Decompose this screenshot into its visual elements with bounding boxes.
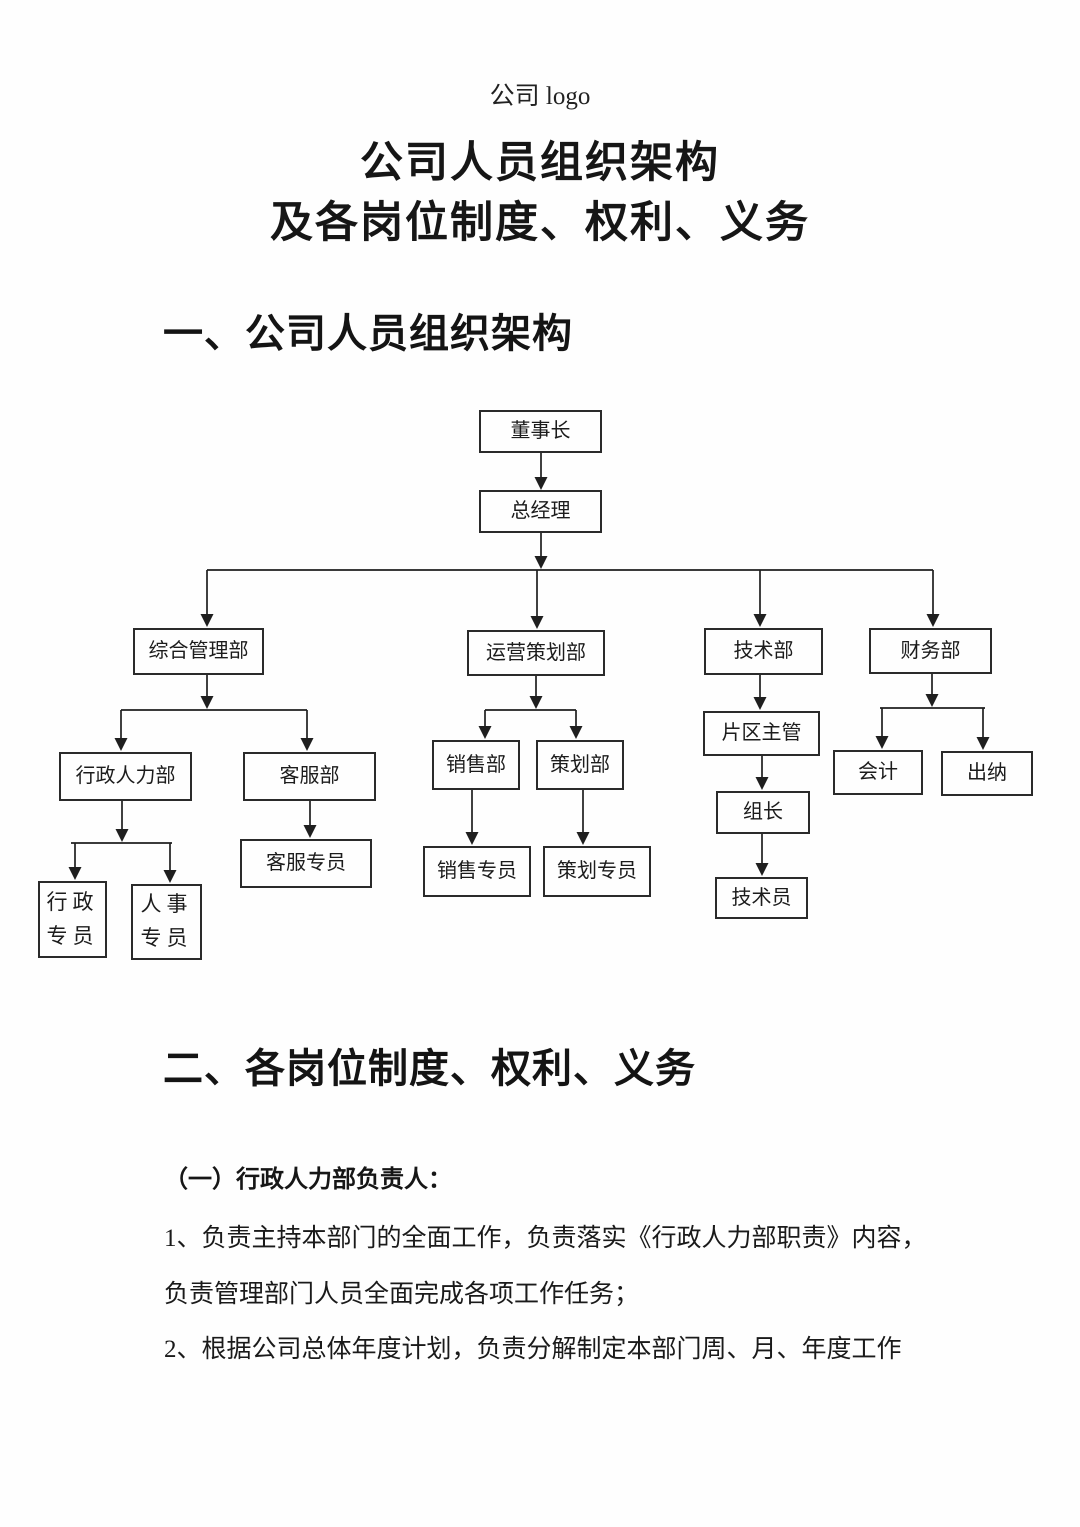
- org-node-planning-specialist: 策划专员: [543, 846, 651, 897]
- org-node-label: 策划部: [550, 753, 610, 776]
- org-node-hr-specialist: 人事 专员: [131, 884, 202, 960]
- section2-heading: 二、各岗位制度、权利、义务: [163, 1046, 696, 1091]
- org-node-label: 行政 专员: [46, 889, 99, 948]
- org-node-general-manager: 总经理: [479, 490, 602, 533]
- org-node-finance-dept: 财务部: [869, 628, 992, 674]
- body-text-line: 1、负责主持本部门的全面工作，负责落实《行政人力部职责》内容，: [164, 1225, 927, 1252]
- org-node-team-leader: 组长: [716, 791, 810, 834]
- org-node-district-supervisor: 片区主管: [703, 711, 820, 756]
- org-node-operations-planning-dept: 运营策划部: [467, 630, 605, 676]
- org-node-label: 销售部: [446, 753, 506, 776]
- org-node-label: 运营策划部: [486, 641, 586, 664]
- org-node-tech-dept: 技术部: [704, 628, 823, 675]
- org-node-sales-specialist: 销售专员: [423, 846, 531, 897]
- org-node-label: 人事 专员: [140, 892, 193, 950]
- org-node-customer-service-dept: 客服部: [243, 752, 376, 801]
- org-node-label: 策划专员: [557, 860, 637, 882]
- org-node-cashier: 出纳: [941, 751, 1033, 796]
- org-chart: 董事长 总经理 综合管理部 运营策划部 技术部 财务部 行政人力部 客服部 行政…: [38, 410, 1033, 960]
- org-node-planning-dept: 策划部: [536, 740, 624, 790]
- org-node-label: 行政人力部: [75, 765, 176, 787]
- body-text-line: 2、根据公司总体年度计划，负责分解制定本部门周、月、年度工作: [164, 1336, 902, 1363]
- org-node-technician: 技术员: [715, 877, 808, 919]
- org-node-label: 组长: [743, 801, 783, 823]
- org-node-admin-hr-dept: 行政人力部: [59, 752, 192, 801]
- org-node-label: 综合管理部: [148, 640, 249, 662]
- org-node-label: 总经理: [510, 500, 571, 522]
- subsection-heading: （一）行政人力部负责人：: [164, 1167, 452, 1193]
- org-node-accountant: 会计: [833, 750, 923, 795]
- company-logo-text: 公司 logo: [489, 83, 591, 110]
- org-node-label: 销售专员: [437, 860, 517, 882]
- document-title-line1: 公司人员组织架构: [360, 140, 720, 187]
- org-node-label: 片区主管: [721, 722, 802, 744]
- document-title-line2: 及各岗位制度、权利、义务: [270, 200, 810, 247]
- org-node-label: 董事长: [510, 420, 571, 442]
- org-node-general-admin-dept: 综合管理部: [133, 628, 264, 675]
- org-node-chairman: 董事长: [479, 410, 602, 453]
- body-text-line: 负责管理部门人员全面完成各项工作任务；: [164, 1281, 640, 1308]
- org-node-label: 客服专员: [266, 852, 346, 874]
- org-node-customer-service-specialist: 客服专员: [240, 839, 372, 888]
- org-node-label: 技术部: [733, 640, 794, 662]
- org-node-admin-specialist: 行政 专员: [38, 881, 107, 958]
- org-node-label: 财务部: [900, 639, 961, 662]
- org-node-label: 会计: [858, 761, 898, 783]
- org-node-label: 技术员: [731, 886, 792, 909]
- org-node-label: 客服部: [279, 765, 340, 787]
- org-node-label: 出纳: [967, 762, 1007, 784]
- org-node-sales-dept: 销售部: [432, 740, 520, 790]
- section1-heading: 一、公司人员组织架构: [163, 311, 573, 356]
